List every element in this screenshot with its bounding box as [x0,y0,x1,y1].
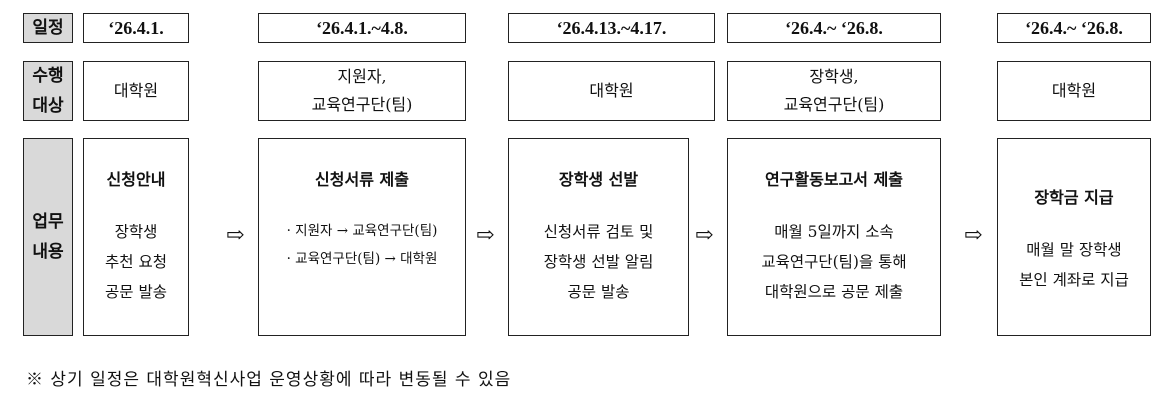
step-5-task: 장학금 지급 매월 말 장학생 본인 계좌로 지급 [997,138,1151,336]
step-3-target: 대학원 [508,61,715,121]
task-label-line2: 내용 [32,242,64,262]
step-3-task: 장학생 선발 신청서류 검토 및 장학생 선발 알림 공문 발송 [508,138,689,336]
task-title: 장학금 지급 [1034,188,1114,207]
date-text: ‘26.4.~ ‘26.8. [1025,17,1123,38]
step-2-task: 신청서류 제출 · 지원자 → 교육연구단(팀) · 교육연구단(팀) → 대학원 [258,138,466,336]
task-body-line: · 지원자 → 교육연구단(팀) [286,223,438,239]
task-body-line: 공문 발송 [105,283,167,301]
target-text: 대학원 [589,81,634,100]
arrow-right-icon: ⇨ [964,223,983,248]
task-body-line: 신청서류 검토 및 [543,223,654,241]
step-3-date: ‘26.4.13.~4.17. [508,13,715,43]
task-body-line: 장학생 [114,223,158,241]
step-1-task: 신청안내 장학생 추천 요청 공문 발송 [83,138,189,336]
date-text: ‘26.4.13.~4.17. [556,17,667,38]
task-body-line: · 교육연구단(팀) → 대학원 [286,251,438,267]
target-text: 교육연구단(팀) [311,95,413,114]
target-text: 대학원 [1051,81,1097,100]
task-body-line: 매월 말 장학생 [1026,241,1122,259]
step-4-date: ‘26.4.~ ‘26.8. [727,13,941,43]
arrow-right-icon: ⇨ [226,223,245,248]
task-body-line: 추천 요청 [105,253,167,271]
date-text: ‘26.4.1.~4.8. [316,17,408,38]
target-text: 교육연구단(팀) [783,95,885,114]
arrow-right-icon: ⇨ [476,223,495,248]
task-title: 신청안내 [106,170,166,189]
task-body-line: 교육연구단(팀)을 통해 [761,253,907,271]
schedule-label-text: 일정 [32,18,64,38]
step-4-task: 연구활동보고서 제출 매월 5일까지 소속 교육연구단(팀)을 통해 대학원으로… [727,138,941,336]
task-body-line: 매월 5일까지 소속 [774,223,894,241]
step-1-target: 대학원 [83,61,189,121]
step-5-date: ‘26.4.~ ‘26.8. [997,13,1151,43]
target-text: 지원자, [337,67,387,86]
step-4-target: 장학생, 교육연구단(팀) [727,61,941,121]
task-label-line1: 업무 [32,212,64,232]
task-body-line: 공문 발송 [567,283,630,301]
arrow-right-icon: ⇨ [695,223,714,248]
task-body-line: 대학원으로 공문 제출 [764,283,904,301]
task-title: 장학생 선발 [558,170,639,189]
footnote: ※ 상기 일정은 대학원혁신사업 운영상황에 따라 변동될 수 있음 [26,370,512,390]
step-2-target: 지원자, 교육연구단(팀) [258,61,466,121]
target-label-line2: 대상 [32,96,64,116]
target-text: 장학생, [809,67,859,86]
task-body-line: 본인 계좌로 지급 [1019,271,1129,289]
task-title: 연구활동보고서 제출 [764,170,904,189]
target-label-line1: 수행 [32,66,64,86]
step-2-date: ‘26.4.1.~4.8. [258,13,466,43]
task-body-line: 장학생 선발 알림 [543,253,654,271]
date-text: ‘26.4.~ ‘26.8. [785,17,883,38]
date-text: ‘26.4.1. [108,17,164,38]
step-1-date: ‘26.4.1. [83,13,189,43]
step-5-target: 대학원 [997,61,1151,121]
schedule-label: 일정 [23,13,73,43]
task-title: 신청서류 제출 [315,170,409,189]
target-text: 대학원 [113,81,159,100]
